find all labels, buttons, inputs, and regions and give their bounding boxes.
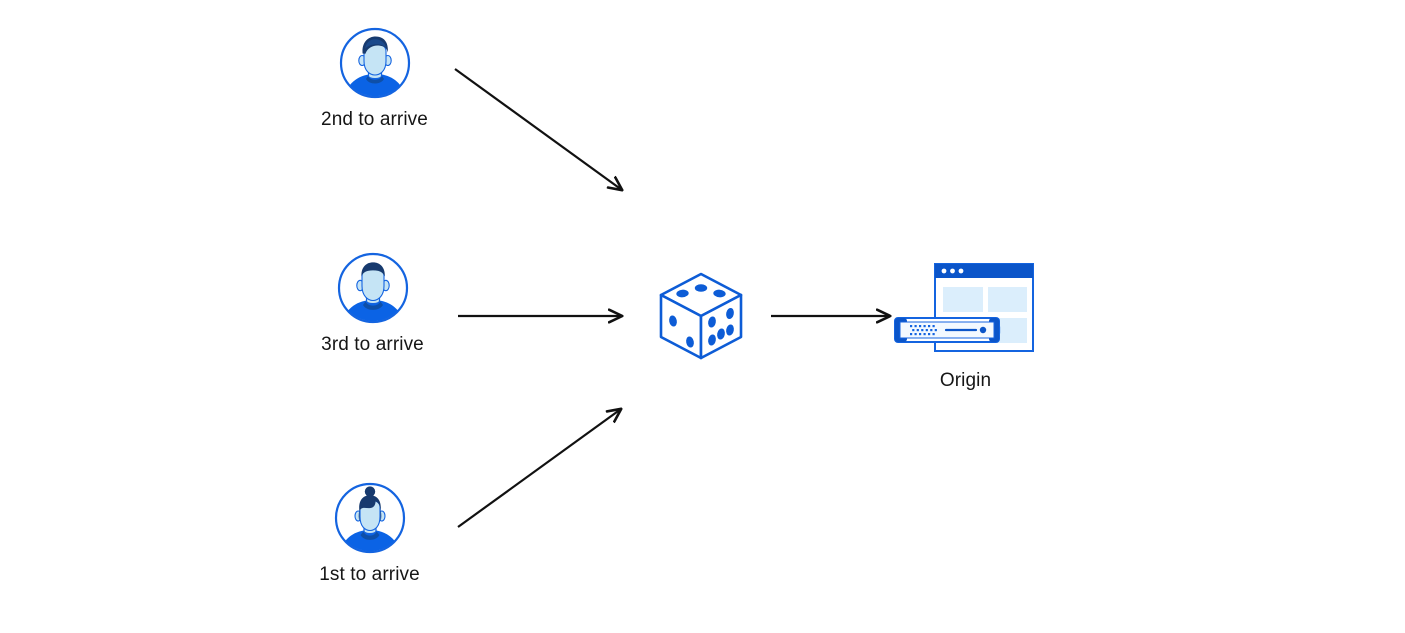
user-avatar-male-flat-hair-icon [337, 252, 409, 324]
arrow-client2-to-dice [454, 68, 622, 190]
node-label-origin: Origin [939, 370, 992, 391]
node-client-top[interactable]: 2nd to arrive [297, 27, 452, 131]
node-client-bottom[interactable]: 1st to arrive [292, 482, 447, 586]
server-device-part [894, 317, 1001, 343]
server-browser-window-icon [893, 260, 1038, 360]
node-label-client-middle: 3rd to arrive [321, 334, 424, 355]
node-origin[interactable]: Origin [893, 260, 1038, 392]
user-avatar-female-bun-icon [334, 482, 406, 554]
node-client-middle[interactable]: 3rd to arrive [295, 252, 450, 356]
dice-cube-icon [655, 268, 747, 364]
user-avatar-male-short-hair-icon [339, 27, 411, 99]
node-load-balancer[interactable] [655, 268, 747, 364]
arrow-client1-to-dice [457, 409, 621, 528]
node-label-client-top: 2nd to arrive [321, 109, 428, 130]
node-label-client-bottom: 1st to arrive [319, 564, 420, 585]
